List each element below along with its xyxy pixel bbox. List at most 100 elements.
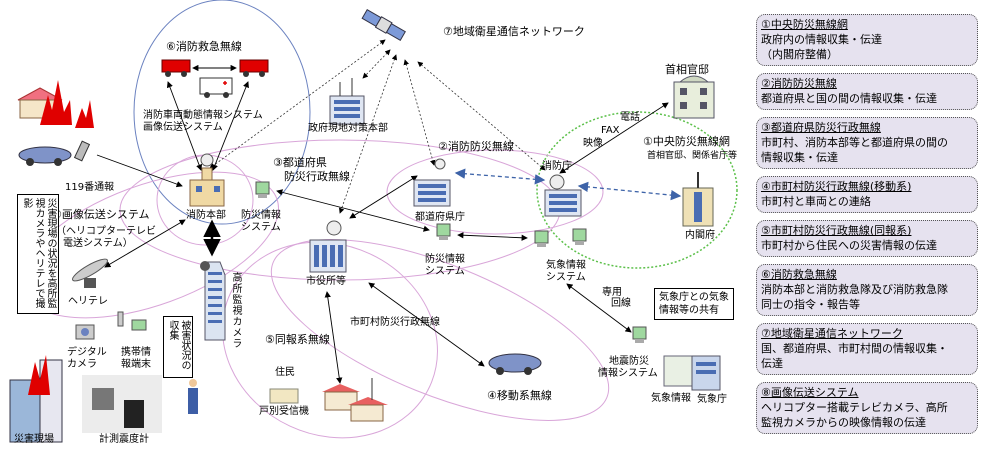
legend-card-description: 監視カメラからの映像情報の伝達	[761, 416, 926, 429]
quake-info-system-label-1: 地震防災	[609, 356, 649, 367]
fire-vehicle-system-label-1: 消防車両動態情報システム	[143, 110, 263, 121]
image-system-sub-label-1: （ヘリコプターテレビ	[56, 226, 156, 237]
legend-card: ⑥消防救急無線消防本部と消防救急隊及び消防救急隊同士の指令・報告等	[756, 264, 978, 316]
mobile-radio-label: ④移動系無線	[487, 389, 552, 402]
person-icon	[188, 379, 198, 414]
pm-office-label: 首相官邸	[665, 63, 709, 76]
pref-radio-label-1: ③都道府県	[273, 156, 327, 169]
weather-info-label: 気象情報	[651, 393, 691, 404]
weather-info-system-label-1: 気象情報	[546, 260, 586, 271]
mobile-terminal-label-2: 報端末	[121, 359, 151, 370]
jma-share-note-line-1: 気象庁との気象	[659, 292, 729, 303]
image-system-label: ⑧画像伝送システム	[52, 208, 150, 221]
disaster-site-label: 災害現場	[14, 434, 54, 445]
municipal-radio-label: 市町村防災行政無線	[350, 317, 440, 328]
fdma-building-icon	[544, 174, 582, 217]
fire-hq-disaster-system-label-2: システム	[241, 222, 281, 233]
legend-card-title: ③都道府県防災行政無線	[761, 121, 881, 134]
legend-card: ⑤市町村防災行政無線(同報系)市町村から住民への災害情報の伝達	[756, 220, 978, 257]
mobile-phone-icon	[73, 140, 91, 162]
car-icon	[18, 146, 72, 166]
helicopter-icon	[72, 258, 108, 288]
legend-card: ④市町村防災行政無線(移動系) 市町村と車両との連絡	[756, 176, 978, 213]
satellite-icon	[361, 8, 406, 42]
legend-card: ③都道府県防災行政無線市町村、消防本部等と都道府県の間の情報収集・伝達	[756, 117, 978, 169]
fire-hq-label: 消防本部	[186, 210, 226, 221]
comm-type-video: 映像	[583, 138, 603, 149]
mobile-terminal-label-1: 携帯情	[121, 347, 151, 358]
weather-info-servers-icon	[663, 355, 695, 387]
dedicated-line-label-1: 専用	[602, 287, 622, 298]
diagram-graphics	[9, 0, 738, 443]
legend-card: ⑦地域衛星通信ネットワーク国、都道府県、市町村間の情報収集・伝達	[756, 323, 978, 375]
fire-truck-icon	[161, 59, 191, 77]
legend-card-description: 市町村と車両との連絡	[761, 195, 871, 208]
cabinet-office-label: 内閣府	[685, 230, 715, 241]
disaster-site-building-icon	[9, 355, 63, 443]
fire-truck-icon	[239, 59, 269, 77]
mobile-radio-zone	[270, 239, 610, 421]
comm-type-phone: 電話	[620, 112, 640, 123]
fire-radio-label: ②消防防災無線	[438, 140, 514, 153]
legend-card-title: ②消防防災無線	[761, 77, 837, 90]
satellite-network-label: ⑦地域衛星通信ネットワーク	[443, 25, 585, 38]
pm-office-building-icon	[673, 75, 715, 119]
call-119-label: 119番通報	[65, 182, 115, 193]
dedicated-line-label-2: 回線	[611, 298, 631, 309]
legend-card-title: ①中央防災無線網	[761, 18, 848, 31]
heli-label: ヘリテレ	[68, 296, 108, 307]
legend-card: ①中央防災無線網政府内の情報収集・伝達（内閣府整備）	[756, 14, 978, 66]
residential-house-icon	[322, 378, 388, 422]
cabinet-office-building-icon	[682, 172, 714, 227]
mobile-terminal-icon	[117, 311, 147, 331]
legend-card-description: 国、都道府県、市町村間の情報収集・	[761, 342, 948, 355]
fire-vehicle-system-label-2: 画像伝送システム	[143, 122, 223, 133]
pref-radio-label-2: 防災行政無線	[284, 170, 350, 183]
monitor-icon	[534, 230, 549, 247]
jma-share-note-box: 気象庁との気象 情報等の共有	[654, 288, 734, 320]
legend-panel: ①中央防災無線網政府内の情報収集・伝達（内閣府整備） ②消防防災無線都道府県と国の…	[756, 14, 978, 441]
comm-type-fax: FAX	[601, 125, 620, 136]
image-system-sub-label-2: 電送システム）	[63, 238, 133, 249]
city-hall-label: 市役所等	[306, 276, 346, 287]
legend-card-description: 消防本部と消防救急隊及び消防救急隊	[761, 283, 948, 296]
central-radio-label: ①中央防災無線網	[643, 135, 730, 148]
home-receiver-icon	[269, 388, 299, 404]
city-hall-building-icon	[309, 220, 347, 273]
digital-camera-label-2: カメラ	[67, 359, 97, 370]
seismometer-icon	[82, 375, 162, 433]
home-receiver-label: 戸別受信機	[259, 406, 309, 417]
legend-card: ②消防防災無線都道府県と国の間の情報収集・伝達	[756, 73, 978, 110]
monitor-icon	[632, 326, 647, 343]
jma-label: 気象庁	[697, 394, 727, 405]
legend-card: ⑧画像伝送システムヘリコプター搭載テレビカメラ、高所監視カメラからの映像情報の伝…	[756, 382, 978, 434]
monitor-icon	[436, 223, 451, 240]
legend-card-title: ⑥消防救急無線	[761, 268, 837, 281]
gov-field-hq-label: 政府現地対策本部	[308, 123, 388, 134]
legend-card-description: 伝達	[761, 357, 783, 370]
pref-office-label: 都道府県庁	[415, 212, 465, 223]
legend-card-description: 情報収集・伝達	[761, 151, 838, 164]
car-icon	[488, 353, 542, 375]
legend-card-description: ヘリコプター搭載テレビカメラ、高所	[761, 401, 948, 414]
high-camera-label: 高所監視カメラ	[230, 272, 241, 349]
fire-emergency-radio-label: ⑥消防救急無線	[166, 40, 242, 53]
digital-camera-icon	[75, 324, 95, 340]
fire-hq-building-icon	[189, 153, 225, 207]
legend-card-description: 市町村、消防本部等と都道府県の間の	[761, 136, 948, 149]
jma-building-icon	[691, 355, 721, 391]
seismometer-label: 計測震度計	[99, 434, 149, 445]
legend-card-description: 都道府県と国の間の情報収集・伝達	[761, 92, 937, 105]
jma-share-note-line-2: 情報等の共有	[659, 305, 719, 316]
legend-card-title: ⑦地域衛星通信ネットワーク	[761, 327, 903, 340]
camera-note-box: 災害現場の状況を高所監視カメラやヘリテレで撮影	[17, 194, 59, 314]
damage-collect-box: 被害状況の収集	[163, 316, 193, 378]
ambulance-icon	[199, 77, 233, 98]
legend-card-title: ④市町村防災行政無線(移動系)	[761, 180, 912, 193]
central-radio-sub-label: 首相官邸、関係省庁等	[647, 151, 738, 161]
high-camera-tower-icon	[200, 261, 226, 341]
disaster-communication-diagram: ⑦地域衛星通信ネットワーク ⑥消防救急無線 消防車両動態情報システム 画像伝送シ…	[9, 0, 738, 445]
legend-card-description: （内閣府整備）	[761, 48, 838, 61]
pref-office-building-icon	[413, 158, 451, 207]
broadcast-radio-label: ⑤同報系無線	[265, 333, 330, 346]
